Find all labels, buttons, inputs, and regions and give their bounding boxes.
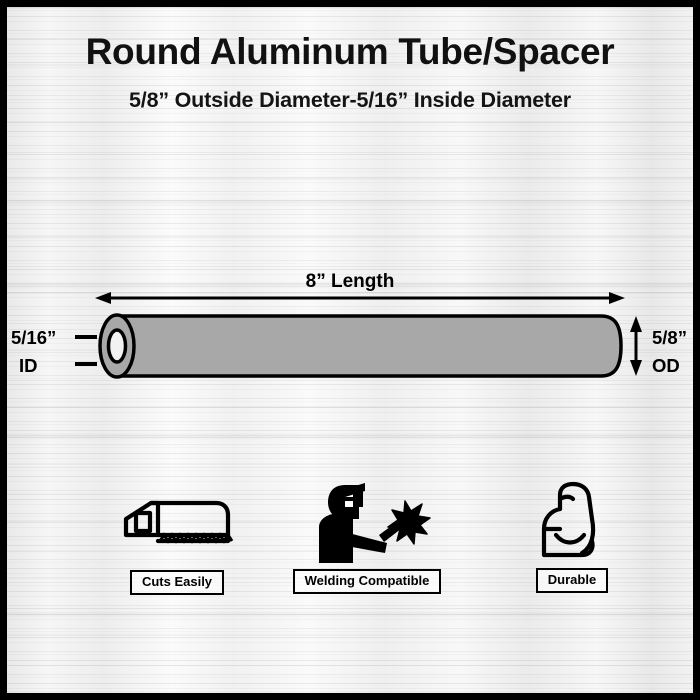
length-dimension-arrow xyxy=(95,292,625,304)
inside-diameter-value: 5/16” xyxy=(11,327,57,348)
inside-diameter-abbr: ID xyxy=(19,355,38,376)
outside-diameter-value: 5/8” xyxy=(652,327,687,348)
page-title: Round Aluminum Tube/Spacer xyxy=(85,31,615,72)
id-leader-lines xyxy=(75,335,97,366)
tube-body xyxy=(115,314,623,378)
od-dimension-arrow xyxy=(630,316,642,376)
feature-list: Cuts Easily xyxy=(7,7,693,693)
feature-label-cuts-easily: Cuts Easily xyxy=(129,570,225,596)
brushed-metal-background: Round Aluminum Tube/Spacer 5/8” Outside … xyxy=(7,7,693,693)
welder-arm xyxy=(341,531,387,553)
feature-item-welding-compatible: Welding Compatible xyxy=(257,479,477,595)
saw-teeth xyxy=(158,532,234,544)
feature-label-welding-compatible: Welding Compatible xyxy=(292,569,442,595)
feature-label-durable: Durable xyxy=(535,568,609,594)
length-label: 8” Length xyxy=(305,271,395,292)
weld-spark-icon xyxy=(387,500,431,545)
welder-icon xyxy=(319,483,431,563)
flexed-bicep-icon xyxy=(541,481,596,558)
hacksaw-icon xyxy=(123,500,234,544)
tube-diagram: 8” Length 5/16” ID 5/8” OD xyxy=(7,7,693,693)
feature-item-cuts-easily: Cuts Easily xyxy=(67,491,287,596)
header: Round Aluminum Tube/Spacer 5/8” Outside … xyxy=(7,7,693,113)
tube-end-cap xyxy=(98,313,136,379)
outside-diameter-abbr: OD xyxy=(652,355,680,376)
welder-torso xyxy=(319,513,353,563)
tube-drawing-svg xyxy=(75,292,642,379)
page-subtitle: 5/8” Outside Diameter-5/16” Inside Diame… xyxy=(129,88,571,112)
feature-item-durable: Durable xyxy=(462,479,682,594)
tube-bore xyxy=(106,328,128,364)
